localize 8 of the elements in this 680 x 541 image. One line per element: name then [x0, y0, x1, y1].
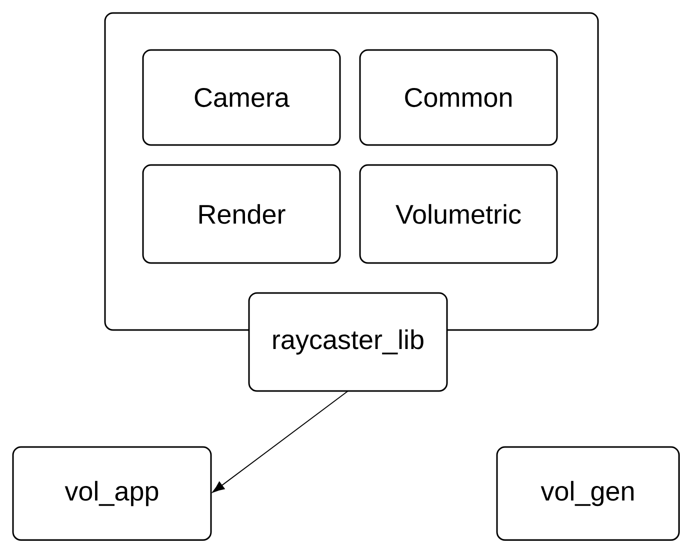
app-box: vol_gen — [496, 446, 680, 541]
module-box: Volumetric — [359, 164, 558, 264]
module-box: Common — [359, 49, 558, 146]
arrow — [212, 390, 348, 493]
module-box: Camera — [142, 49, 341, 146]
module-box: Render — [142, 164, 341, 264]
library-box: raycaster_lib — [248, 292, 448, 392]
app-box: vol_app — [12, 446, 212, 541]
